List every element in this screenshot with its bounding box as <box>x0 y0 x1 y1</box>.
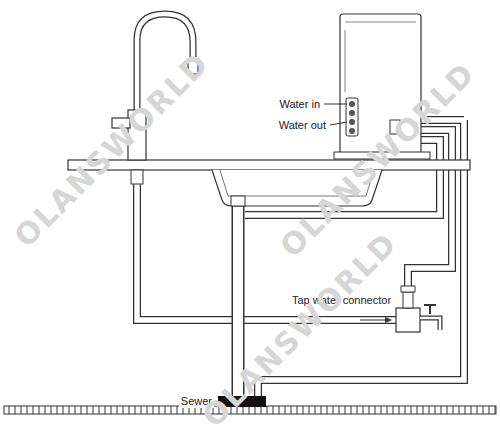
port-label: Water in <box>277 98 322 111</box>
countertop <box>68 160 470 206</box>
watermark: OLANSWORLD <box>9 47 216 254</box>
port-label: Water out <box>277 119 328 132</box>
floor <box>4 406 496 414</box>
